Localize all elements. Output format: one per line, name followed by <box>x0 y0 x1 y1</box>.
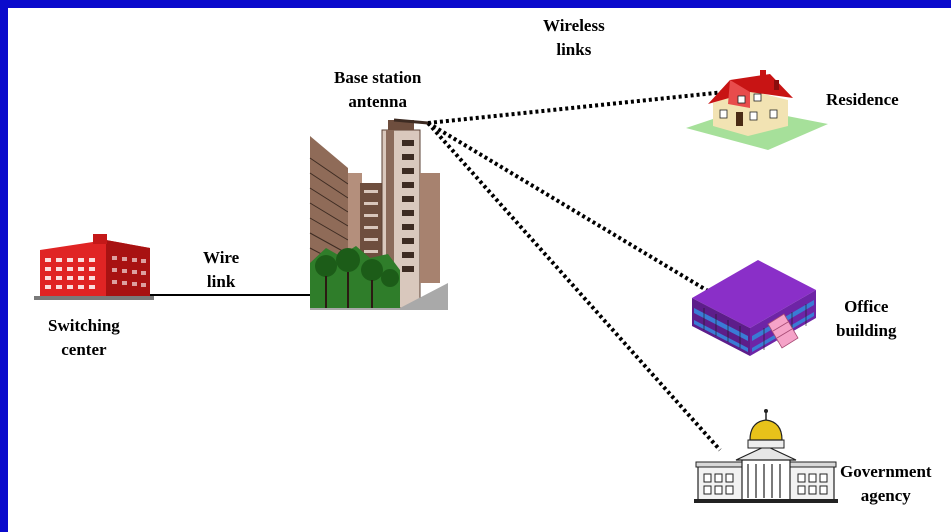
wireless-link-government <box>426 121 722 452</box>
base-station-line-2: antenna <box>348 92 407 111</box>
office-building-label: Office building <box>836 295 897 343</box>
office-building-icon <box>692 260 816 356</box>
switching-center-line-2: center <box>61 340 107 359</box>
switching-center-label: Switching center <box>48 314 120 362</box>
switching-center-building-icon <box>34 234 154 300</box>
wire-link-line-2: link <box>206 272 236 291</box>
residence-label: Residence <box>826 88 899 112</box>
wire-link-label: Wire link <box>203 246 239 294</box>
switching-center-line-1: Switching <box>48 316 120 335</box>
base-station-line-1: Base station <box>334 68 422 87</box>
wireless-link-residence <box>427 86 764 125</box>
wireless-links-line-1: Wireless <box>543 16 605 35</box>
residence-text: Residence <box>826 90 899 109</box>
wireless-links-line-2: links <box>556 40 592 59</box>
wire-link-line-1: Wire <box>203 248 240 267</box>
wireless-links-label: Wireless links <box>543 14 605 62</box>
wireless-link-lines <box>426 86 764 452</box>
diagram-canvas <box>34 70 838 503</box>
residence-house-icon <box>686 70 828 150</box>
government-agency-line-2: agency <box>860 486 911 505</box>
government-agency-label: Government agency <box>840 460 932 508</box>
base-station-antenna-label: Base station antenna <box>334 66 421 114</box>
base-station-tower-icon <box>309 118 448 310</box>
wireless-link-office <box>426 121 710 293</box>
office-building-line-1: Office <box>844 297 889 316</box>
government-agency-line-1: Government <box>840 462 932 481</box>
office-building-line-2: building <box>836 321 897 340</box>
diagram-slide: Wireless links Base station antenna Resi… <box>8 8 951 532</box>
government-agency-icon <box>694 409 838 503</box>
